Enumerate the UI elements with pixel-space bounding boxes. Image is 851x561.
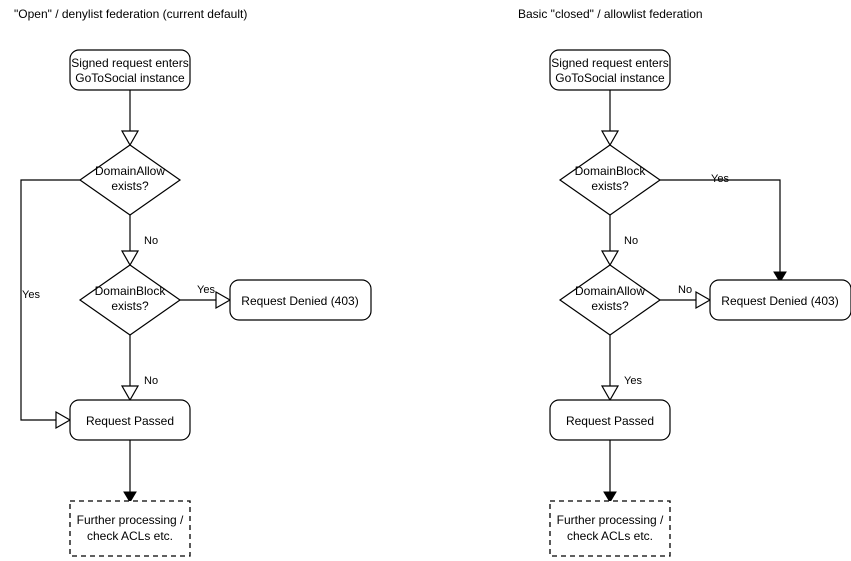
node-start-left-label-line1: Signed request enters (71, 56, 188, 70)
edge-domainallow-yes-left: Yes (20, 179, 80, 430)
node-request-passed-right[interactable]: Request Passed (549, 399, 671, 441)
node-further-processing-right-shape (549, 500, 671, 557)
edge-start-to-decision1-left (120, 90, 140, 147)
edge-domainblock-yes-left: Yes (180, 284, 232, 310)
node-further-processing-left[interactable]: Further processing / check ACLs etc. (69, 500, 191, 557)
node-decision-domainblock-right-label-line2: exists? (591, 179, 629, 193)
node-further-processing-left-label-line2: check ACLs etc. (87, 529, 173, 543)
node-start-right[interactable]: Signed request enters GoToSocial instanc… (549, 49, 671, 91)
edge-label-domainallow-no-left: No (144, 235, 158, 247)
edge-label-domainallow-no-right: No (678, 284, 692, 296)
node-request-denied-left-label: Request Denied (403) (241, 294, 358, 308)
edge-domainblock-no-left: No (120, 335, 158, 402)
node-decision-domainallow-right-label-line2: exists? (591, 299, 629, 313)
edge-domainallow-no-left: No (120, 215, 158, 267)
node-decision-domainallow-left-label-line2: exists? (111, 179, 149, 193)
node-further-processing-right-label-line1: Further processing / (557, 513, 664, 527)
diagram-title-open-denylist: "Open" / denylist federation (current de… (14, 7, 247, 21)
edge-label-domainblock-no-left: No (144, 375, 158, 387)
node-request-denied-left[interactable]: Request Denied (403) (229, 279, 372, 321)
edge-label-domainallow-yes-right: Yes (624, 375, 642, 387)
node-decision-domainblock-left-label-line2: exists? (111, 299, 149, 313)
edge-passed-to-further-right (603, 440, 617, 503)
node-decision-domainallow-right-label-line1: DomainAllow (575, 284, 645, 298)
edge-domainblock-yes-right: Yes (660, 173, 787, 283)
node-decision-domainallow-left-label-line1: DomainAllow (95, 164, 165, 178)
edge-domainblock-no-right: No (600, 215, 638, 267)
edge-domainallow-no-right: No (660, 284, 712, 310)
node-start-right-label-line1: Signed request enters (551, 56, 668, 70)
node-request-passed-left-label: Request Passed (86, 414, 174, 428)
edge-domainallow-yes-right: Yes (600, 335, 642, 402)
edge-label-domainblock-no-right: No (624, 235, 638, 247)
edge-passed-to-further-left (123, 440, 137, 503)
diagram-open-denylist: "Open" / denylist federation (current de… (14, 7, 372, 557)
node-further-processing-right[interactable]: Further processing / check ACLs etc. (549, 500, 671, 557)
node-request-denied-right-shape (709, 279, 851, 321)
node-request-denied-left-shape (229, 279, 372, 321)
edge-start-to-decision1-right (600, 90, 620, 147)
node-decision-domainblock-right-label-line1: DomainBlock (575, 164, 647, 178)
node-further-processing-right-label-line2: check ACLs etc. (567, 529, 653, 543)
diagram-closed-allowlist: Basic "closed" / allowlist federation Si… (518, 7, 851, 557)
node-request-passed-left[interactable]: Request Passed (69, 399, 191, 441)
edge-label-domainallow-yes-left: Yes (22, 289, 40, 301)
node-decision-domainblock-right[interactable]: DomainBlock exists? (558, 144, 662, 216)
node-start-left[interactable]: Signed request enters GoToSocial instanc… (69, 49, 191, 91)
node-decision-domainallow-left[interactable]: DomainAllow exists? (78, 144, 182, 216)
node-request-denied-right[interactable]: Request Denied (403) (709, 279, 851, 321)
node-start-right-label-line2: GoToSocial instance (555, 71, 665, 85)
node-decision-domainblock-left-label-line1: DomainBlock (95, 284, 167, 298)
node-decision-domainblock-left[interactable]: DomainBlock exists? (78, 264, 182, 336)
diagram-title-closed-allowlist: Basic "closed" / allowlist federation (518, 7, 703, 21)
node-request-denied-right-label: Request Denied (403) (721, 294, 838, 308)
node-decision-domainallow-right[interactable]: DomainAllow exists? (558, 264, 662, 336)
node-request-passed-right-label: Request Passed (566, 414, 654, 428)
node-further-processing-left-label-line1: Further processing / (77, 513, 184, 527)
node-start-left-label-line2: GoToSocial instance (75, 71, 185, 85)
node-further-processing-left-shape (69, 500, 191, 557)
edge-label-domainblock-yes-right: Yes (711, 173, 729, 185)
edge-label-domainblock-yes-left: Yes (197, 284, 215, 296)
